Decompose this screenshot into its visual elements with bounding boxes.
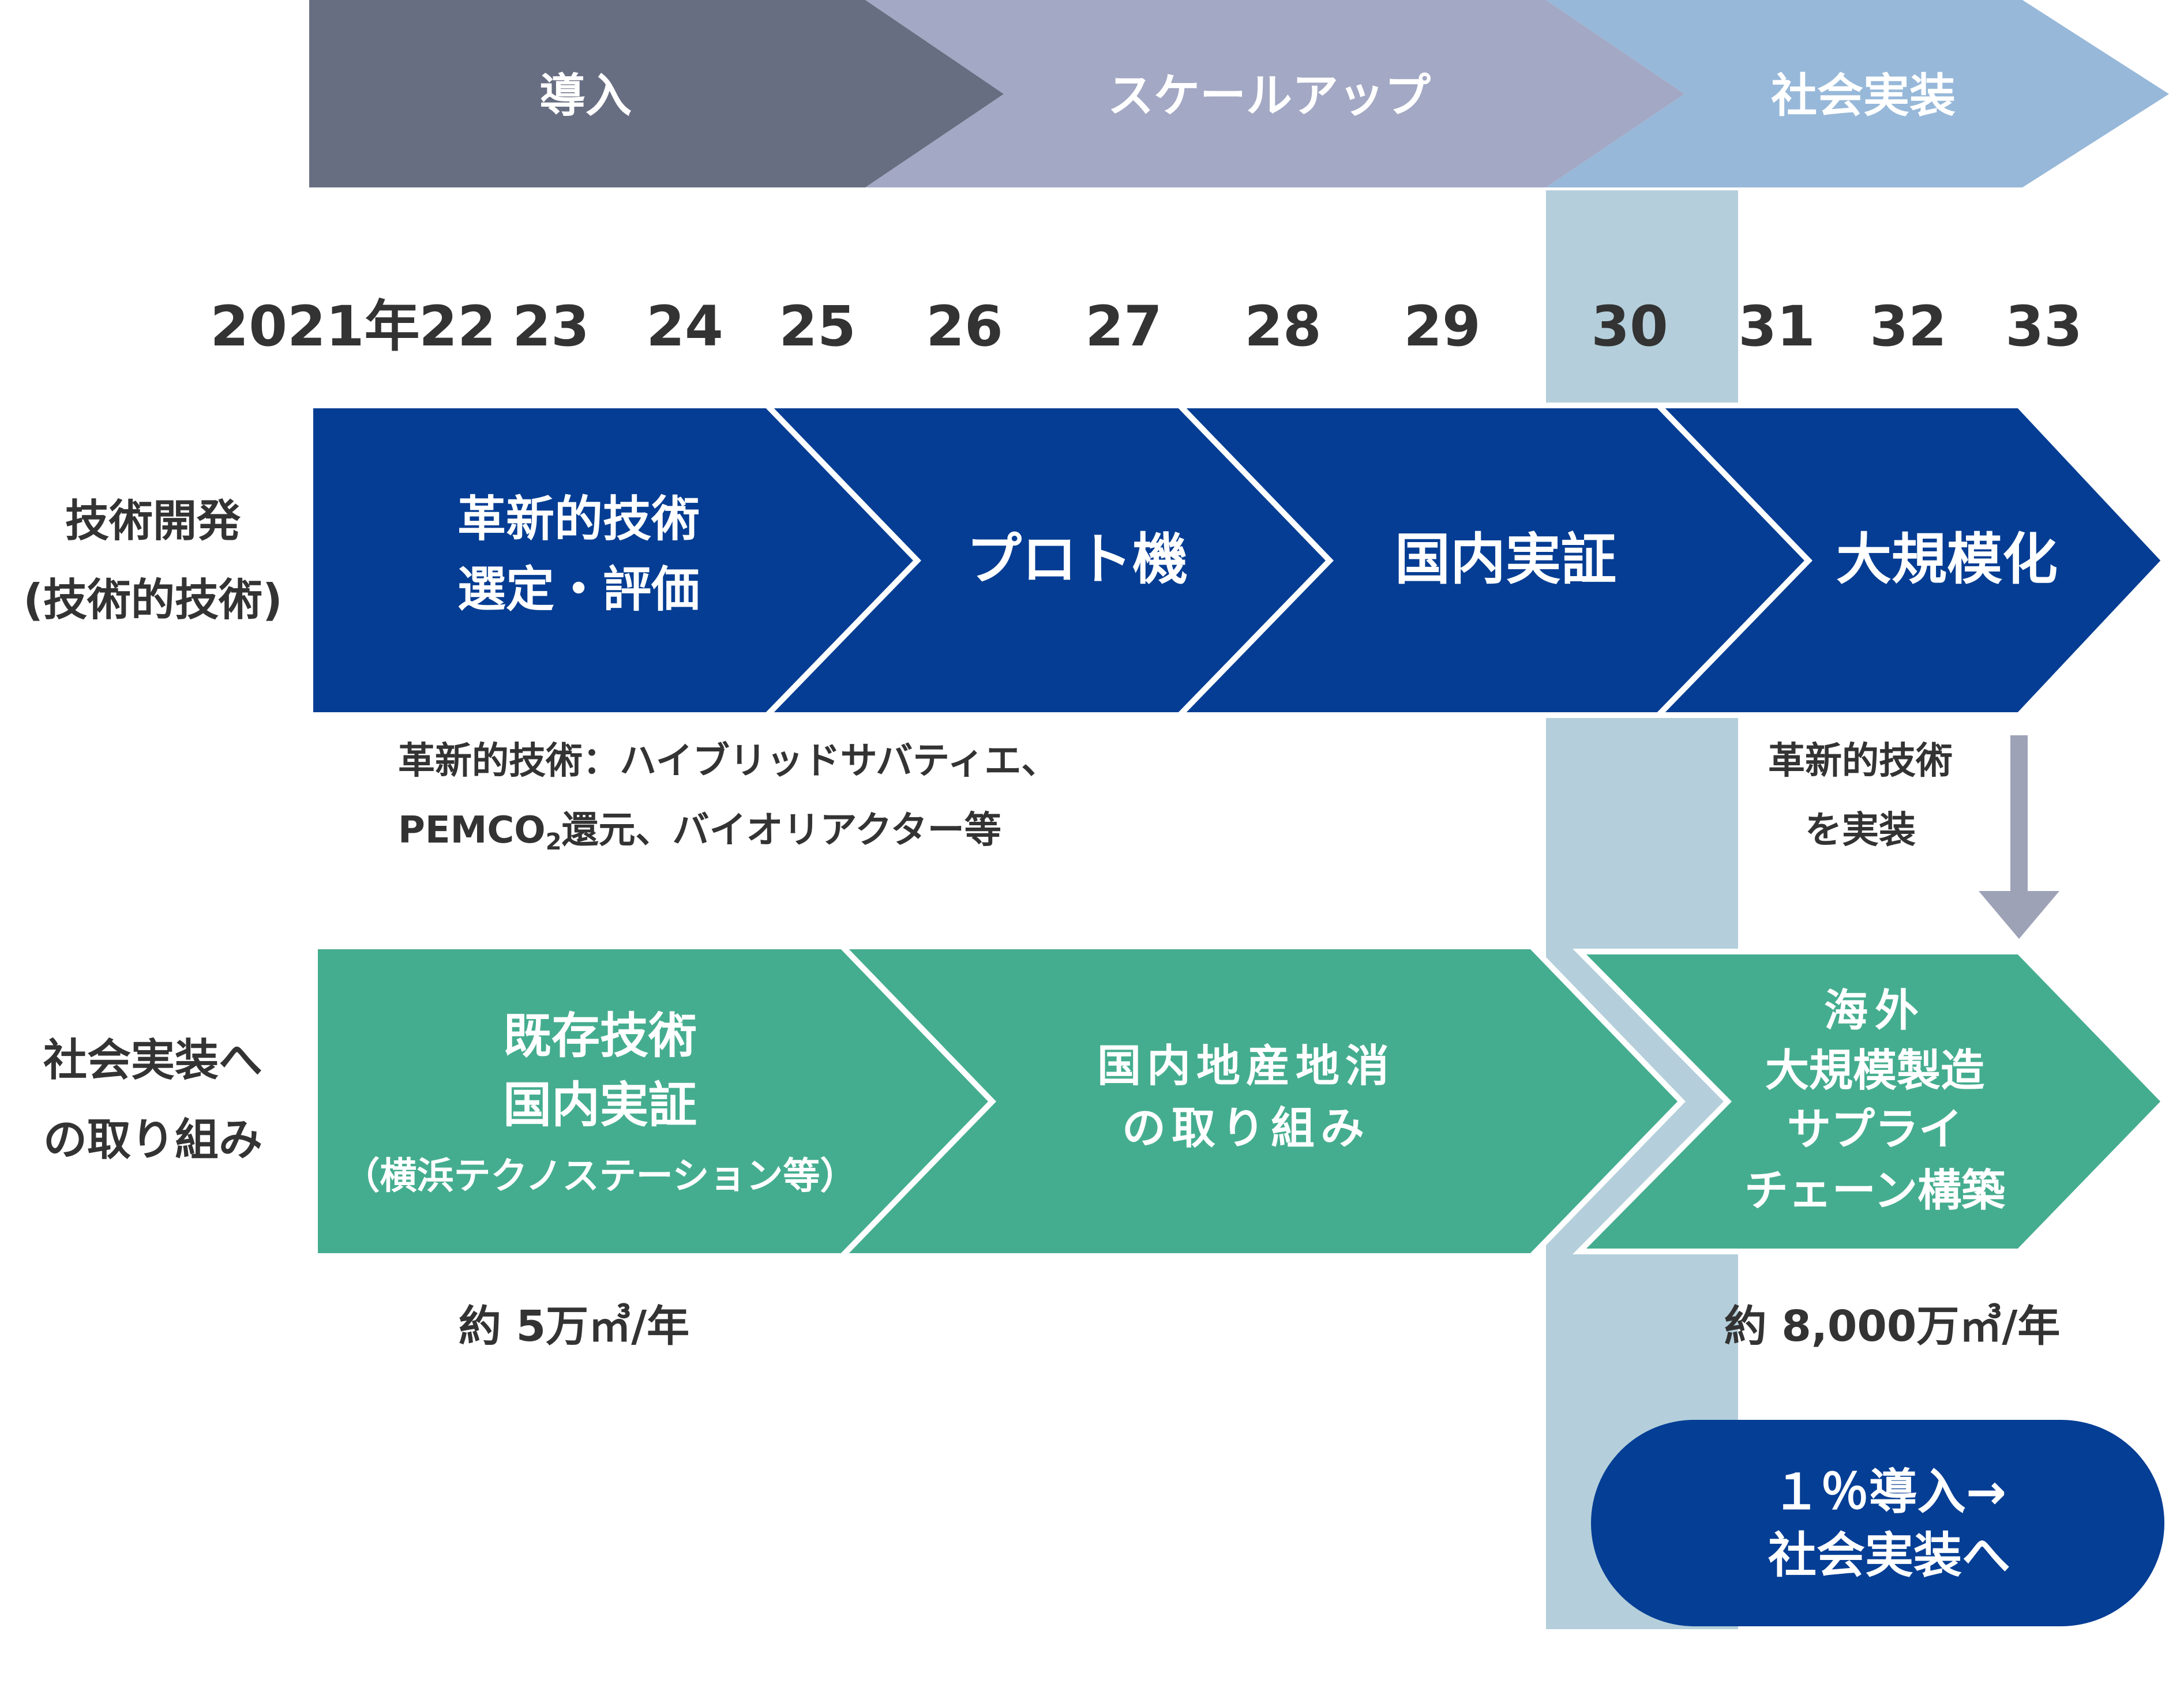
row-label-social-line2: の取り組み [43,1114,262,1166]
phase-label-intro: 導入 [539,69,632,123]
social-step1-line3: （横浜テクノステーション等） [343,1155,857,1198]
goal-pill-line2: 社会実装へ [1768,1527,2010,1584]
tech-note-line2-post: 還元、バイオリアクター等 [562,809,1001,852]
year-27: 27 [1085,294,1162,359]
year-22: 22 [419,294,496,359]
tech-note-line2-pre: PEMCO [398,809,546,852]
row-label-tech-line2: (技術的技術) [23,574,282,626]
tech-note-line2-sub: 2 [546,829,562,855]
year-25: 25 [779,294,856,359]
tech-step2: プロト機 [966,527,1188,592]
volume-right: 約 8,000万㎥/年 [1724,1302,2061,1351]
social-chevron-3 [1573,949,2168,1254]
social-step1-line1: 既存技術 [503,1007,697,1064]
social-step3-line4: チェーン構築 [1744,1165,2006,1216]
year-24: 24 [646,294,723,359]
phase-label-deploy: 社会実装 [1771,69,1956,123]
social-step3-line3: サプライ [1787,1104,1962,1155]
social-step3-line2: 大規模製造 [1765,1045,1984,1096]
year-31: 31 [1738,294,1815,359]
tech-right-note-line2: を実装 [1805,809,1916,852]
year-28: 28 [1244,294,1322,359]
tech-right-note-line1: 革新的技術 [1768,740,1953,783]
social-step2-line2: の取り組み [1122,1103,1370,1154]
row-label-tech-line1: 技術開発 [65,495,241,547]
year-32: 32 [1870,294,1947,359]
social-step1-line2: 国内実証 [503,1077,697,1133]
tech-note-line1: 革新的技術：ハイブリッドサバティエ、 [398,740,1058,783]
year-2021: 2021年 [210,294,419,359]
social-step2-line1: 国内地産地消 [1097,1040,1395,1092]
tech-step3: 国内実証 [1395,527,1616,592]
volume-left: 約 5万㎥/年 [459,1302,689,1351]
year-23: 23 [512,294,590,359]
goal-pill-line1: １％導入→ [1772,1464,2006,1520]
tech-note-line2: PEMCO2還元、バイオリアクター等 [398,809,1001,855]
phase-arrow-scaleup [865,0,1684,187]
tech-step4: 大規模化 [1836,527,2058,592]
phase-label-scaleup: スケールアップ [1108,69,1431,123]
row-label-social-line1: 社会実装へ [43,1035,262,1086]
goal-pill [1591,1420,2164,1626]
phase-arrow-intro [309,0,1004,187]
tech-step1-line2: 選定・評価 [457,561,700,618]
down-arrow-head-icon [1979,891,2059,939]
year-30: 30 [1591,294,1668,359]
tech-step1-line1: 革新的技術 [457,491,700,547]
year-33: 33 [2005,294,2082,359]
social-step3-line1: 海外 [1824,985,1926,1036]
social-chevron-2 [835,943,1686,1259]
year-29: 29 [1404,294,1481,359]
phase-arrow-deploy [1546,0,2169,187]
year-26: 26 [926,294,1003,359]
tech-chevron-4 [1652,403,2168,718]
